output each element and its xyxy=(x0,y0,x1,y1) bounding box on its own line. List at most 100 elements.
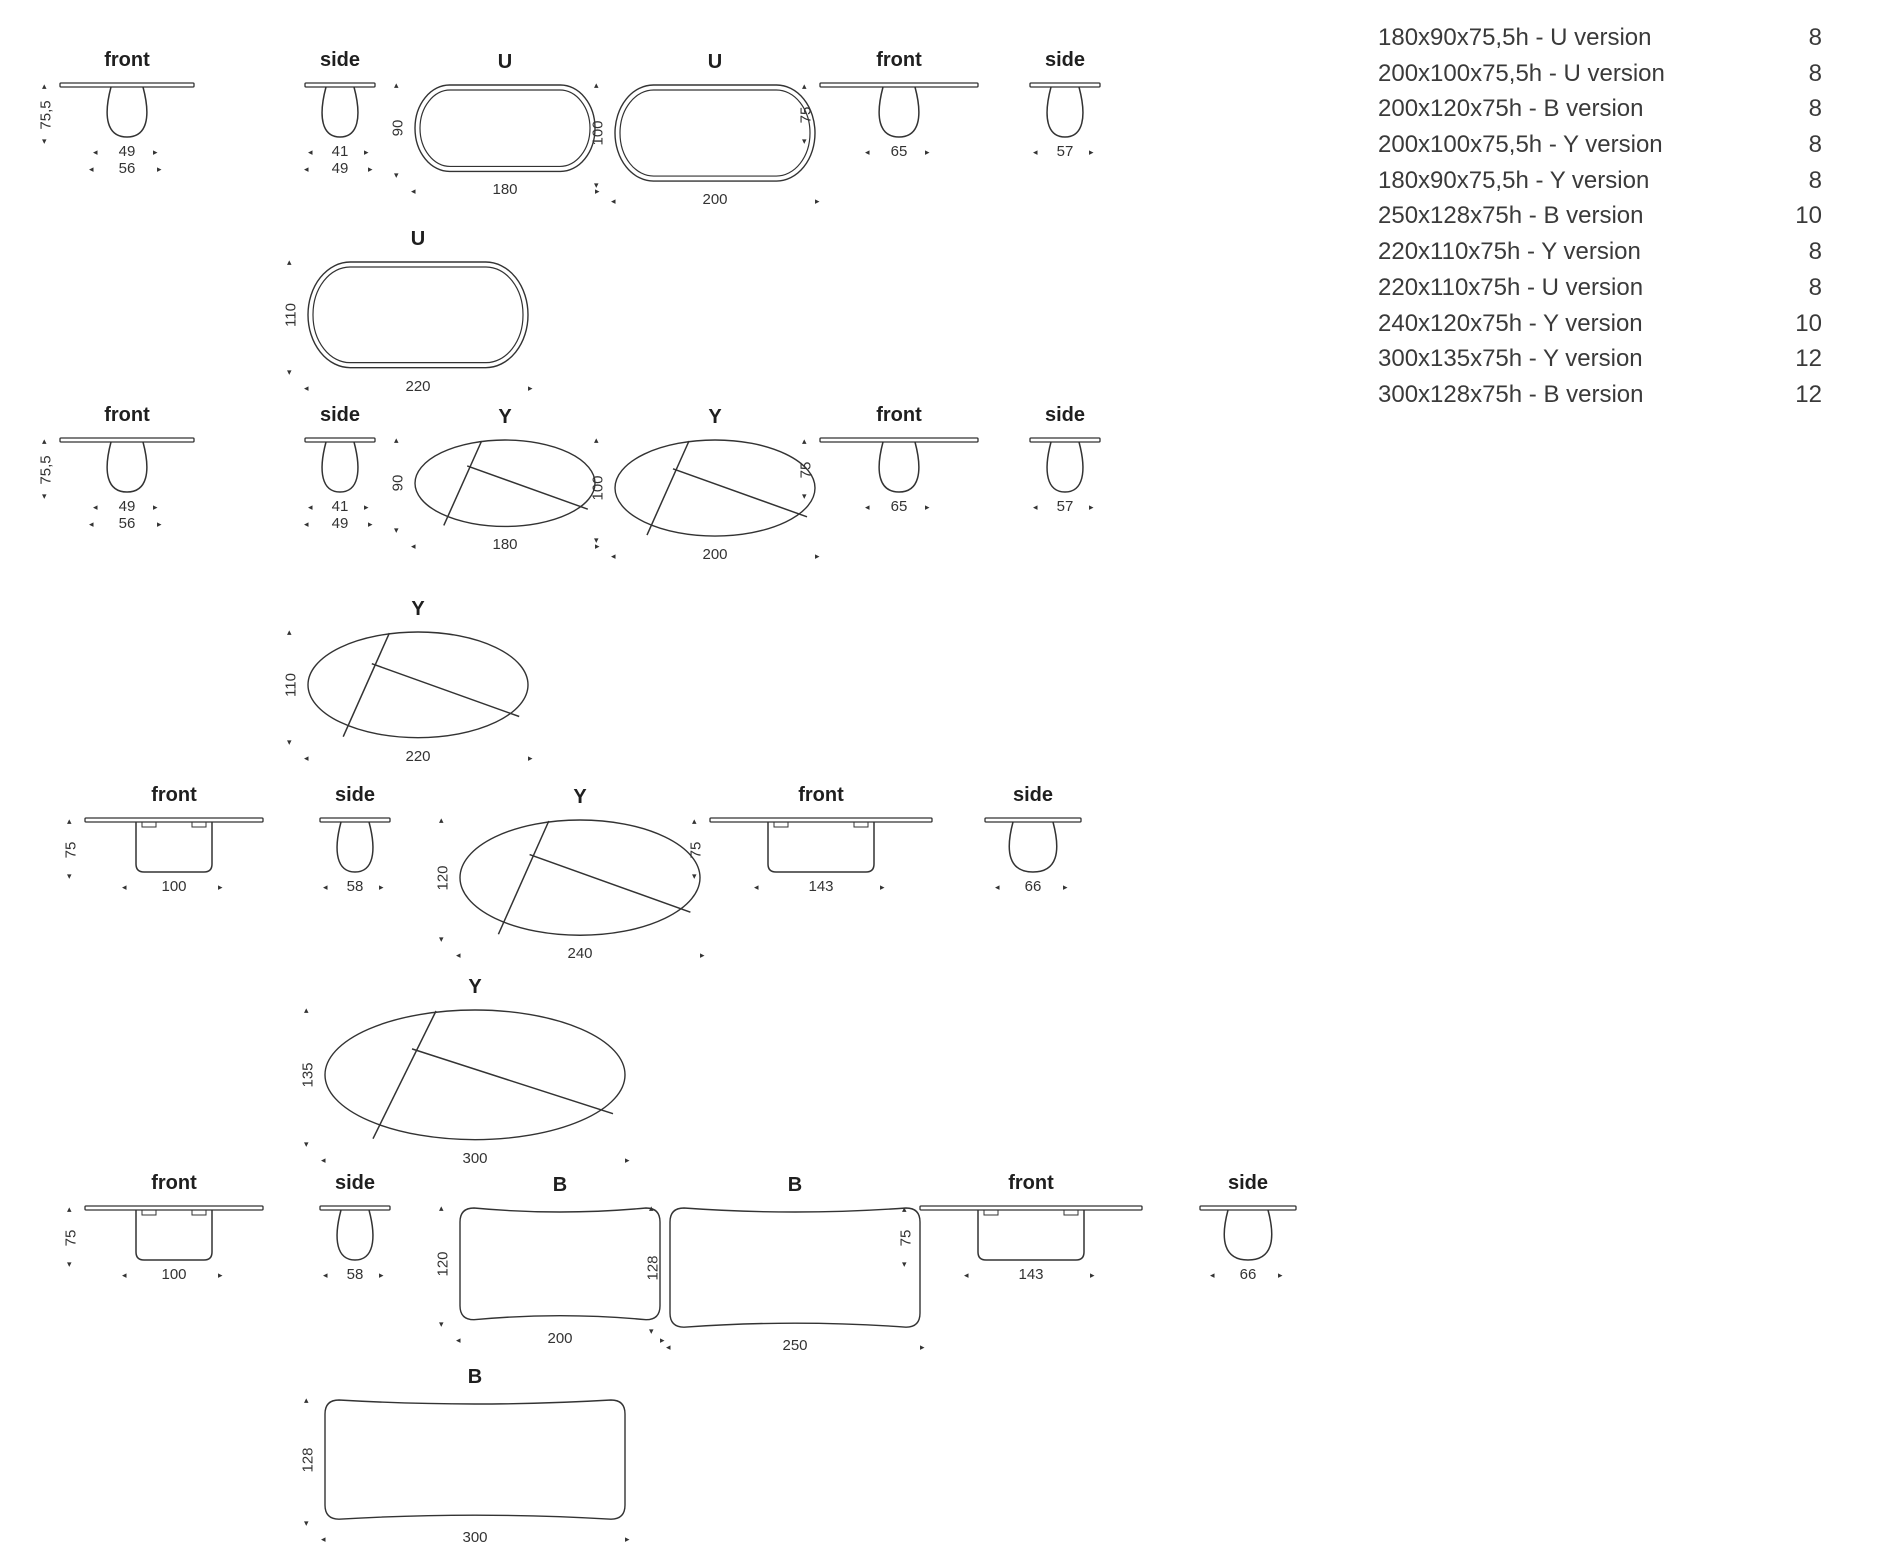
seat-count: 8 xyxy=(1808,131,1822,159)
arrow-left-icon: ◂ xyxy=(89,519,94,529)
arrow-left-icon: ◂ xyxy=(93,502,98,512)
arrow-left-icon: ◂ xyxy=(411,541,416,552)
view-title: U xyxy=(497,51,513,73)
arrow-left-icon: ◂ xyxy=(304,519,309,529)
arrow-down-icon: ▾ xyxy=(42,491,47,501)
top-y-outline xyxy=(324,1009,626,1141)
view-title: front xyxy=(151,784,197,806)
arrow-left-icon: ◂ xyxy=(321,1154,326,1165)
depth-dimension: 120 xyxy=(434,1251,452,1277)
seating-row: 200x100x75,5h - Y version 8 xyxy=(1378,129,1822,165)
side-outline xyxy=(304,82,376,138)
arrow-up-icon: ▴ xyxy=(287,257,292,267)
arrow-left-icon: ◂ xyxy=(611,196,616,207)
top-u-outline xyxy=(414,84,596,173)
seat-count: 8 xyxy=(1808,238,1822,266)
arrow-right-icon: ▸ xyxy=(379,1270,384,1280)
height-dimension: 75 xyxy=(62,1229,80,1247)
arrow-left-icon: ◂ xyxy=(323,1270,328,1280)
arrow-left-icon: ◂ xyxy=(323,882,328,892)
front-wide-outline xyxy=(919,1205,1143,1261)
seating-row: 300x135x75h - Y version 12 xyxy=(1378,343,1822,379)
arrow-up-icon: ▴ xyxy=(439,815,444,825)
arrow-right-icon: ▸ xyxy=(218,882,223,892)
arrow-right-icon: ▸ xyxy=(368,164,373,174)
seat-count: 10 xyxy=(1795,202,1822,230)
table-size-label: 300x128x75h - B version xyxy=(1378,380,1644,408)
width-dimension: 65 xyxy=(890,498,908,515)
arrow-up-icon: ▴ xyxy=(902,1204,907,1214)
view-title: U xyxy=(410,228,426,250)
length-dimension: 200 xyxy=(702,546,728,564)
depth-dimension: 110 xyxy=(282,672,300,697)
arrow-right-icon: ▸ xyxy=(218,1270,223,1280)
arrow-down-icon: ▾ xyxy=(802,136,807,146)
arrow-right-icon: ▸ xyxy=(625,1534,630,1545)
table-size-label: 200x100x75,5h - Y version xyxy=(1378,131,1663,159)
top-y-outline xyxy=(414,439,596,528)
side-outline xyxy=(319,1205,391,1261)
seat-count: 8 xyxy=(1808,166,1822,194)
width-dimension: 49 xyxy=(118,143,136,160)
front-wide-outline xyxy=(84,817,264,873)
height-dimension: 75 xyxy=(62,841,80,859)
table-size-label: 220x110x75h - U version xyxy=(1378,273,1644,301)
view-title: B xyxy=(467,1366,483,1388)
front-wide-outline xyxy=(84,1205,264,1261)
arrow-right-icon: ▸ xyxy=(1089,147,1094,157)
side-outline xyxy=(1199,1205,1297,1261)
arrow-left-icon: ◂ xyxy=(666,1342,671,1353)
top-y-outline xyxy=(614,439,816,537)
arrow-down-icon: ▾ xyxy=(287,736,292,747)
view-title: B xyxy=(787,1174,803,1196)
length-dimension: 250 xyxy=(782,1337,808,1355)
arrow-right-icon: ▸ xyxy=(1090,1270,1095,1280)
arrow-up-icon: ▴ xyxy=(67,816,72,826)
view-title: Y xyxy=(573,786,587,808)
arrow-right-icon: ▸ xyxy=(920,1342,925,1353)
arrow-left-icon: ◂ xyxy=(89,164,94,174)
view-title: Y xyxy=(708,406,722,428)
arrow-right-icon: ▸ xyxy=(368,519,373,529)
arrow-right-icon: ▸ xyxy=(880,882,885,892)
view-title: front xyxy=(151,1172,197,1194)
seat-count: 12 xyxy=(1795,345,1822,373)
arrow-left-icon: ◂ xyxy=(122,882,127,892)
arrow-up-icon: ▴ xyxy=(802,436,807,446)
arrow-left-icon: ◂ xyxy=(321,1534,326,1545)
top-u-outline xyxy=(614,84,816,182)
table-size-label: 240x120x75h - Y version xyxy=(1378,309,1643,337)
side-outline xyxy=(1029,437,1101,493)
depth-dimension: 90 xyxy=(389,474,407,492)
side-outline xyxy=(319,817,391,873)
arrow-right-icon: ▸ xyxy=(925,502,930,512)
arrow-right-icon: ▸ xyxy=(700,950,705,961)
arrow-up-icon: ▴ xyxy=(594,80,599,90)
arrow-up-icon: ▴ xyxy=(394,80,399,90)
front-outline xyxy=(59,437,195,493)
table-size-label: 300x135x75h - Y version xyxy=(1378,345,1643,373)
arrow-up-icon: ▴ xyxy=(42,81,47,91)
arrow-left-icon: ◂ xyxy=(411,186,416,197)
arrow-down-icon: ▾ xyxy=(649,1326,654,1337)
arrow-right-icon: ▸ xyxy=(528,752,533,763)
width-dimension: 56 xyxy=(118,515,136,532)
arrow-up-icon: ▴ xyxy=(287,627,292,637)
view-title: side xyxy=(1044,404,1086,426)
arrow-right-icon: ▸ xyxy=(815,196,820,207)
view-title: side xyxy=(1012,784,1054,806)
seating-row: 250x128x75h - B version 10 xyxy=(1378,200,1822,236)
arrow-down-icon: ▾ xyxy=(67,871,72,881)
arrow-up-icon: ▴ xyxy=(304,1395,309,1405)
height-dimension: 75,5 xyxy=(37,100,55,130)
arrow-down-icon: ▾ xyxy=(902,1259,907,1269)
view-title: side xyxy=(319,404,361,426)
arrow-left-icon: ◂ xyxy=(304,382,309,393)
arrow-right-icon: ▸ xyxy=(153,147,158,157)
width-dimension: 57 xyxy=(1056,498,1074,515)
top-b-outline xyxy=(324,1399,626,1520)
table-size-label: 250x128x75h - B version xyxy=(1378,202,1644,230)
